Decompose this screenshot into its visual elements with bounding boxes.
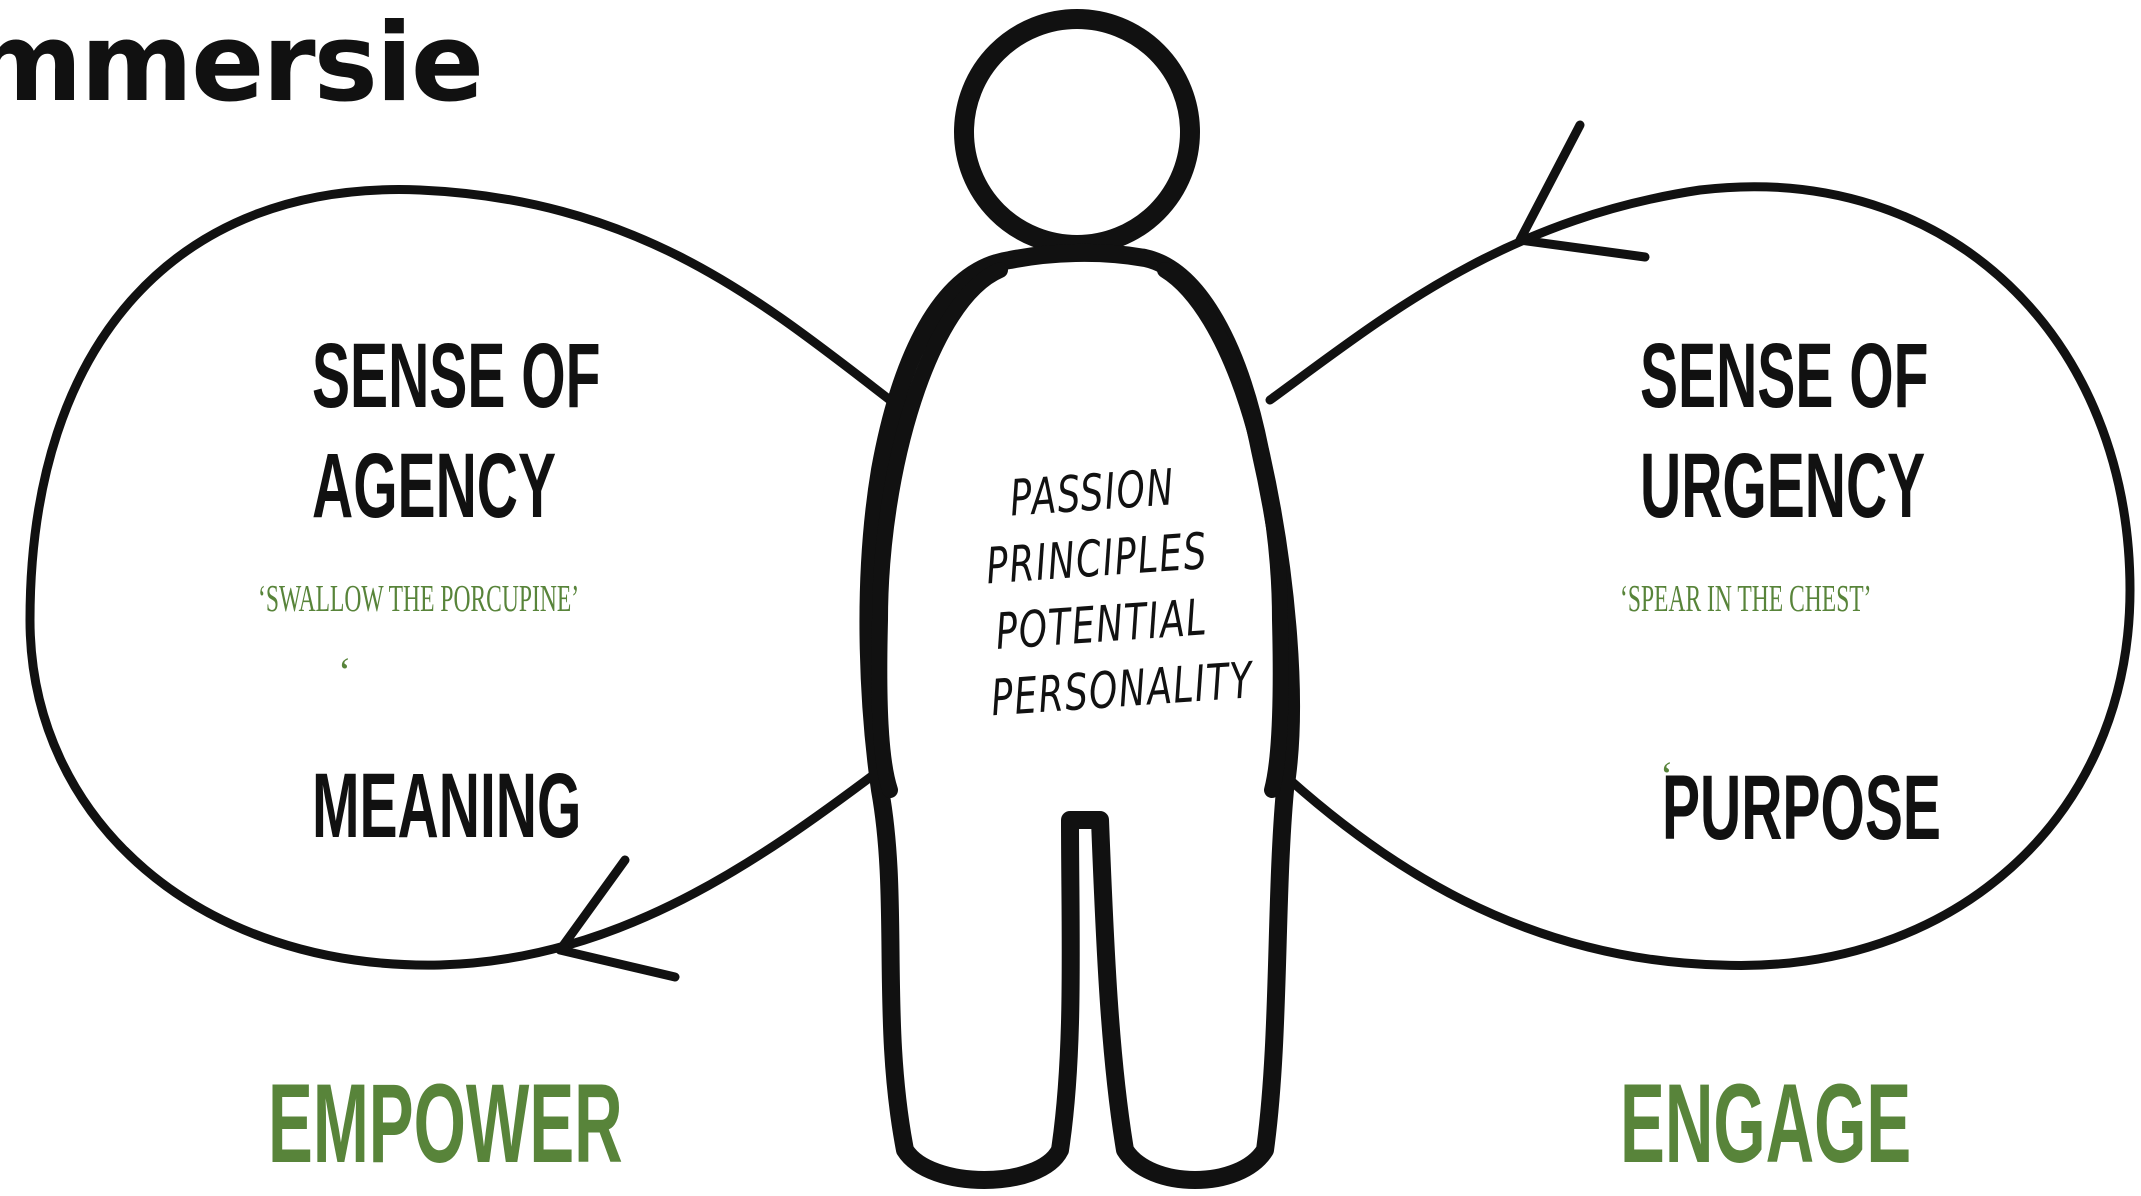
left-quote-mark: ‘ xyxy=(338,649,352,694)
body-word-list: Passion Principles Potential Personality xyxy=(930,449,1268,735)
left-verb: EMPOWER xyxy=(268,1061,623,1186)
left-heading-line1: Sense of xyxy=(312,325,601,427)
right-quote: ‘Spear in the chest’ xyxy=(1620,578,1872,620)
head xyxy=(954,9,1200,255)
left-concept: Meaning xyxy=(312,755,582,857)
right-quote-mark: ‘ xyxy=(1660,753,1674,798)
right-concept: Purpose xyxy=(1662,757,1941,859)
right-verb: ENGAGE xyxy=(1620,1061,1912,1186)
right-arrow-head xyxy=(1515,120,1650,262)
right-loop xyxy=(1265,182,2135,970)
right-heading-line1: Sense of xyxy=(1640,325,1929,427)
right-arm xyxy=(1157,262,1289,798)
right-heading-line2: Urgency xyxy=(1640,435,1926,537)
page-title: mmersie xyxy=(0,1,484,126)
left-arrow-head xyxy=(555,855,680,982)
left-quote: ‘swallow the porcupine’ xyxy=(258,578,580,620)
left-arm xyxy=(871,262,1008,798)
left-heading-line2: Agency xyxy=(312,435,557,537)
left-loop xyxy=(25,185,895,970)
